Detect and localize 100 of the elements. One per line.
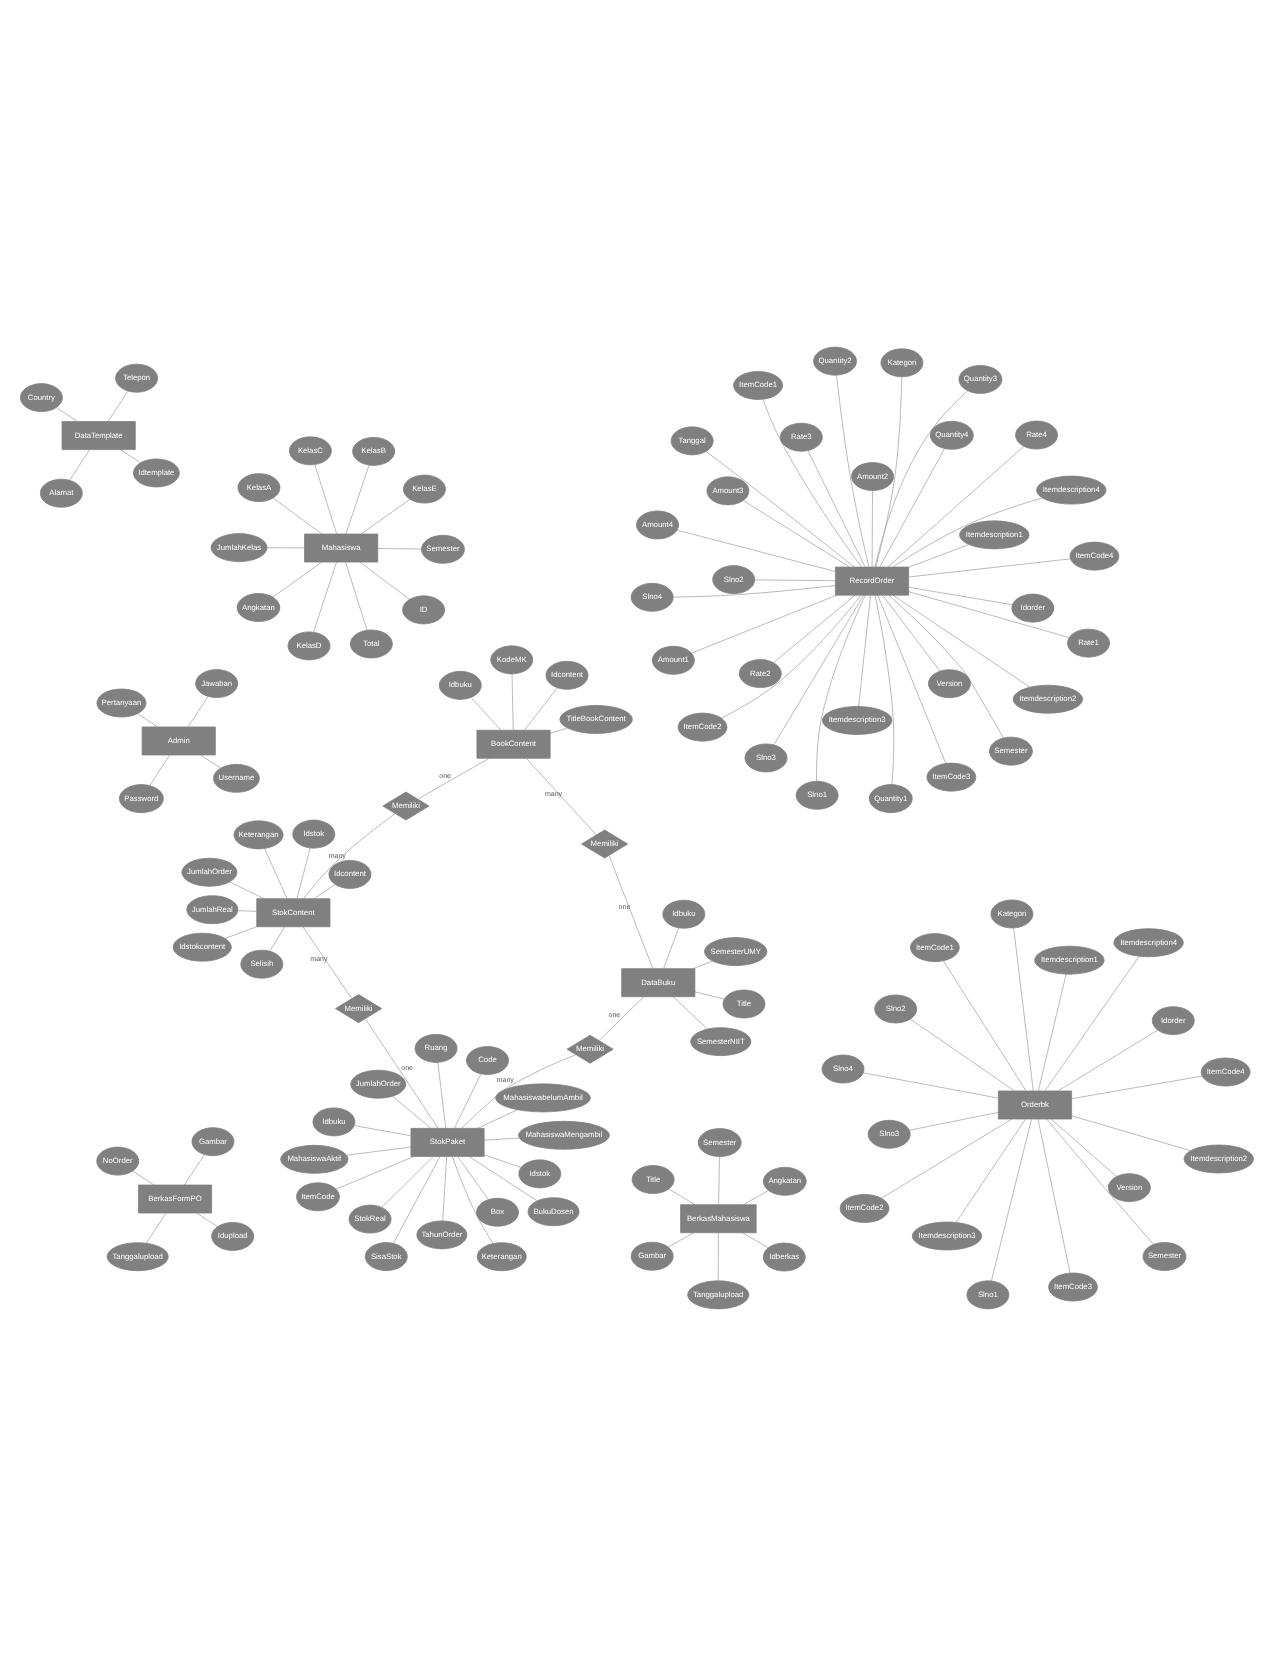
connector (1071, 1114, 1191, 1151)
connector (196, 1211, 218, 1226)
connector (345, 463, 370, 534)
connector (184, 1153, 205, 1185)
connector (762, 398, 862, 567)
connector (908, 1111, 999, 1130)
connector (269, 925, 286, 951)
connector (816, 593, 866, 781)
connector (303, 812, 396, 898)
connector (187, 695, 209, 727)
connector (743, 499, 850, 567)
connector (454, 1072, 482, 1128)
connector (457, 1155, 489, 1199)
connector (1057, 1028, 1158, 1091)
connector (882, 593, 941, 671)
connector (313, 883, 336, 899)
connector (470, 696, 502, 730)
connector (1050, 1117, 1117, 1176)
connector (511, 672, 514, 730)
connector (743, 1189, 769, 1204)
connector (335, 1155, 415, 1189)
connector (237, 909, 257, 911)
connector (663, 926, 680, 968)
connector (437, 1061, 447, 1128)
connector (137, 712, 158, 727)
connector (264, 847, 288, 898)
connector (442, 1155, 448, 1221)
connector (132, 1169, 155, 1185)
connector (302, 925, 352, 998)
connector (549, 726, 568, 733)
connector (266, 546, 305, 548)
connector (694, 990, 725, 999)
connector (718, 1155, 720, 1204)
connector (468, 1155, 538, 1201)
connector (863, 1071, 999, 1098)
connector (484, 1136, 520, 1140)
connector (526, 757, 597, 835)
connector (360, 498, 411, 534)
connector (200, 753, 221, 768)
connector (773, 593, 856, 662)
connector (1013, 926, 1034, 1091)
connector (224, 925, 257, 938)
connector (836, 374, 870, 567)
connector (1046, 1117, 1154, 1244)
connector (858, 593, 871, 706)
connector (668, 1187, 696, 1204)
connector (908, 543, 969, 567)
connector (461, 1053, 577, 1128)
connector (908, 557, 1071, 577)
connector (673, 995, 708, 1029)
connector (477, 1108, 518, 1128)
connector (874, 389, 968, 567)
connector (672, 584, 836, 597)
connector (705, 450, 855, 567)
connector (908, 585, 1013, 605)
connector (773, 593, 864, 745)
connector (892, 496, 1043, 567)
connector (359, 560, 410, 599)
connector (892, 594, 1031, 687)
connector (296, 846, 311, 899)
connector (888, 593, 1004, 738)
connector (990, 1117, 1032, 1281)
connector (417, 757, 490, 799)
connector (377, 547, 422, 549)
connector (942, 959, 1027, 1091)
connector (875, 375, 903, 567)
connector (909, 1017, 1015, 1091)
connector (364, 1017, 439, 1128)
connector (483, 1153, 522, 1167)
connector (608, 854, 654, 968)
connector (877, 593, 947, 763)
connector (56, 406, 78, 421)
connector (717, 1231, 719, 1280)
connector (524, 686, 558, 730)
connector (314, 463, 338, 534)
connector (107, 389, 129, 421)
connector (392, 1094, 432, 1128)
connector (149, 753, 170, 785)
connector (881, 1117, 1013, 1198)
connector (807, 449, 866, 567)
connector (1071, 1074, 1203, 1099)
connector (742, 1231, 769, 1248)
connector (313, 560, 337, 632)
connector (452, 1155, 494, 1243)
connector (381, 1155, 434, 1207)
connector (887, 444, 1025, 567)
connector (871, 489, 873, 567)
connector (146, 1211, 167, 1243)
connector (691, 593, 838, 653)
connector (874, 593, 895, 784)
connector (272, 560, 322, 597)
connector (393, 1155, 441, 1243)
connector (598, 995, 645, 1040)
connector (120, 448, 141, 463)
connector (908, 590, 1070, 637)
connector (955, 1117, 1026, 1222)
connector (667, 1231, 694, 1247)
connector (676, 528, 836, 571)
connector (1037, 972, 1067, 1091)
connector (346, 1145, 412, 1155)
